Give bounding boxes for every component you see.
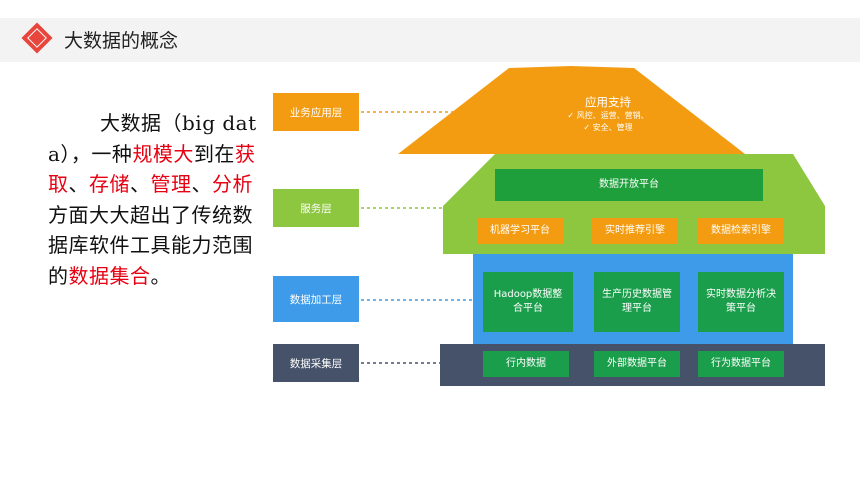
layer-label-service: 服务层 — [273, 189, 359, 227]
external-data-box: 外部数据平台 — [594, 351, 680, 377]
desc-part: 、 — [68, 172, 89, 196]
desc-highlight: 数据集合 — [68, 263, 151, 288]
data-open-platform: 数据开放平台 — [495, 169, 763, 201]
roof-shape — [398, 68, 745, 154]
hadoop-platform-box: Hadoop数据整合平台 — [483, 272, 573, 332]
roof-items-line1: ✓ 风控、运营、营销、 — [567, 111, 649, 120]
description-text: 大数据（big data），一种规模大到在获取、存储、管理、分析方面大大超出了传… — [48, 108, 258, 291]
ml-platform-box: 机器学习平台 — [477, 218, 563, 244]
desc-part: 。 — [150, 263, 171, 288]
desc-highlight: 分析 — [212, 172, 253, 196]
layer-label-collection: 数据采集层 — [273, 344, 359, 382]
layer-label-business: 业务应用层 — [273, 93, 359, 131]
roof-peak — [509, 66, 634, 68]
page-title: 大数据的概念 — [64, 30, 179, 52]
desc-highlight: 规模大 — [132, 141, 194, 166]
roof-items-line2: ✓ 安全、管理 — [583, 123, 633, 132]
header-bar — [0, 18, 860, 62]
desc-part: 大数据（big data），一种 — [48, 111, 257, 166]
desc-highlight: 存储 — [89, 172, 130, 196]
desc-highlight: 获取 — [48, 141, 256, 197]
layer-label-processing: 数据加工层 — [273, 276, 359, 322]
search-engine-box: 数据检索引擎 — [698, 218, 784, 244]
desc-highlight: 管理 — [150, 172, 192, 196]
desc-part: 、 — [130, 172, 151, 196]
history-data-box: 生产历史数据管理平台 — [594, 272, 680, 332]
roof-title: 应用支持 — [585, 95, 631, 109]
desc-part: 到在 — [193, 141, 235, 166]
desc-part: 、 — [191, 172, 212, 196]
behavior-data-box: 行为数据平台 — [698, 351, 784, 377]
recommend-engine-box: 实时推荐引擎 — [592, 218, 678, 244]
architecture-diagram: 业务应用层 服务层 数据加工层 数据采集层 应用支持 ✓ 风控、运营、营销、 ✓… — [273, 66, 825, 386]
desc-part: 方面大大超出了传统数据库软件工具能力范围的 — [48, 202, 253, 288]
internal-data-box: 行内数据 — [483, 351, 569, 377]
realtime-analysis-box: 实时数据分析决策平台 — [698, 272, 784, 332]
